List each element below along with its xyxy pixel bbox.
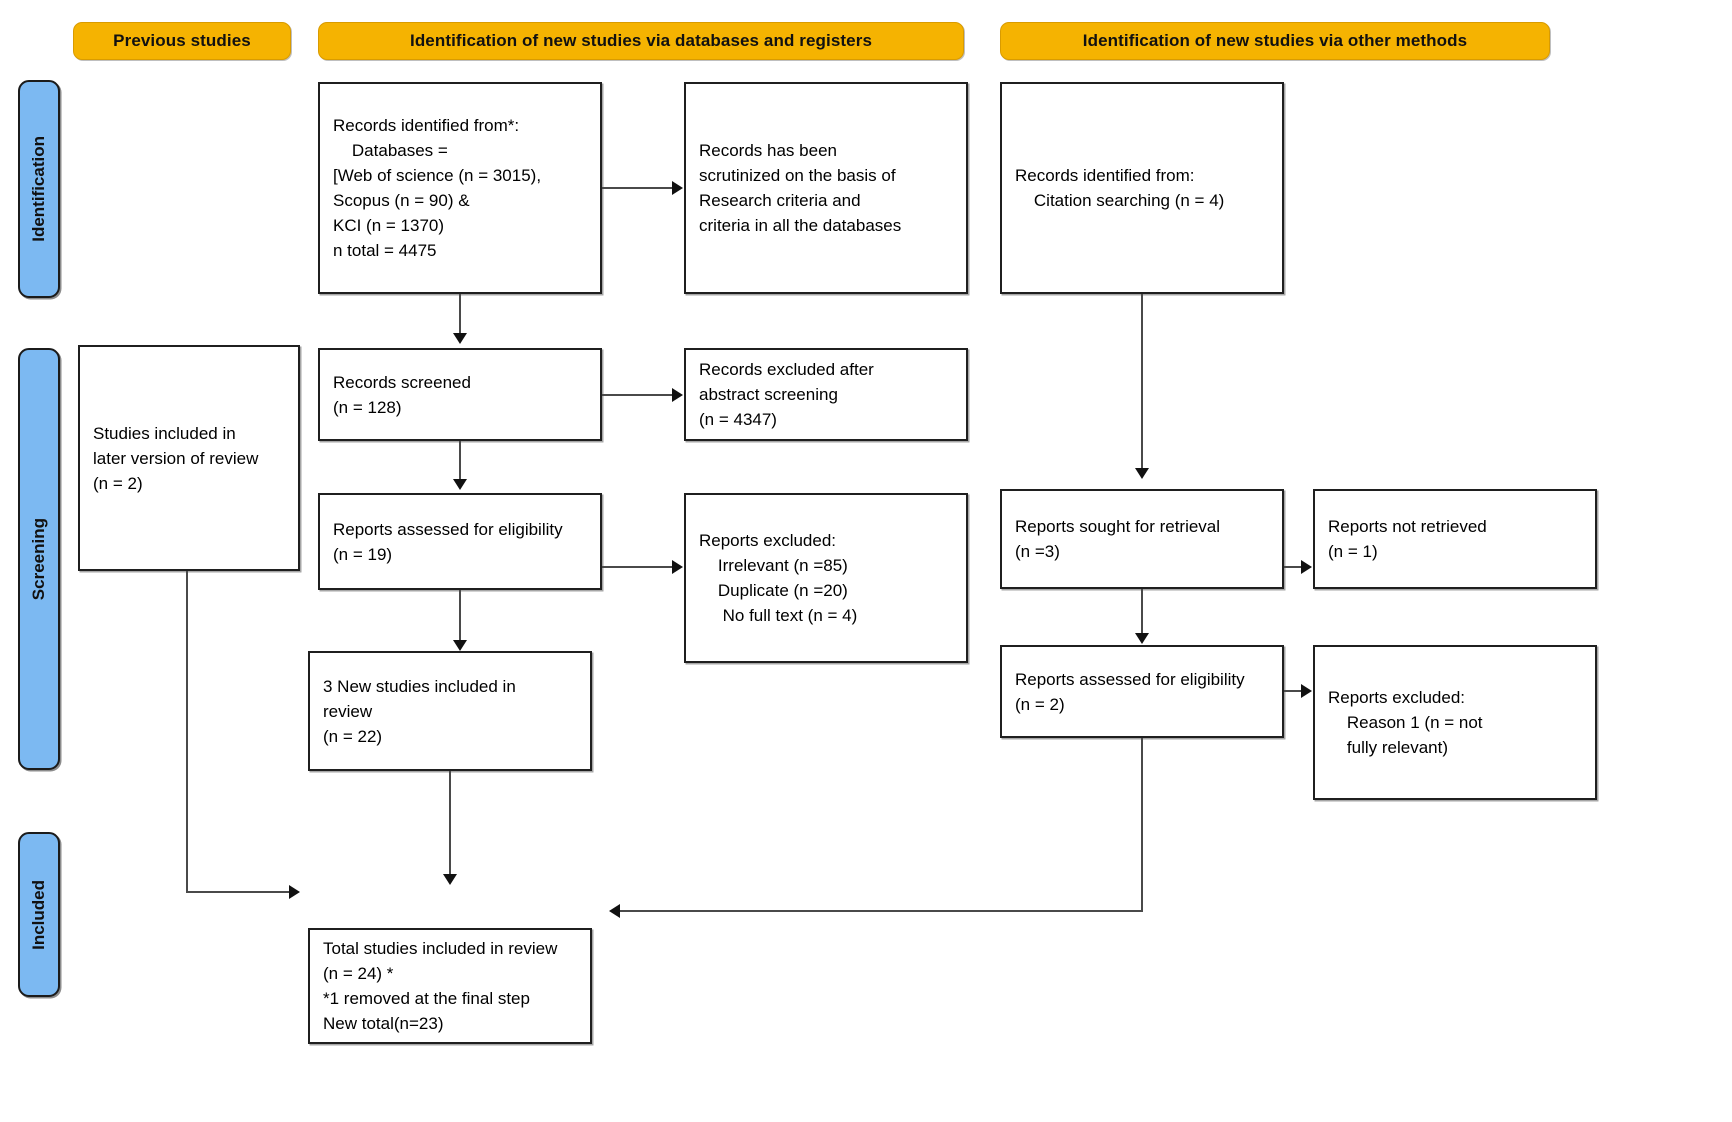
box-reports-assessed-db: Reports assessed for eligibility (n = 19… <box>318 493 602 590</box>
box-reports-not-retrieved: Reports not retrieved (n = 1) <box>1313 489 1597 589</box>
connector-assessed-to-excluded-db <box>602 566 673 568</box>
box-reports-excluded-other: Reports excluded: Reason 1 (n = not full… <box>1313 645 1597 800</box>
box-reports-assessed-other: Reports assessed for eligibility (n = 2) <box>1000 645 1284 738</box>
connector-assessed-other-to-excluded-other <box>1284 690 1302 692</box>
stage-header-label: Previous studies <box>113 31 251 50</box>
box-new-studies-included-text: 3 New studies included in review (n = 22… <box>323 676 516 746</box>
arrowhead-sought-to-not-retrieved <box>1301 560 1312 574</box>
arrowhead-identified-to-scrutinized <box>672 181 683 195</box>
box-records-scrutinized: Records has been scrutinized on the basi… <box>684 82 968 294</box>
box-new-studies-included: 3 New studies included in review (n = 22… <box>308 651 592 771</box>
box-records-excluded-text: Records excluded after abstract screenin… <box>699 360 874 429</box>
box-reports-sought-text: Reports sought for retrieval (n =3) <box>1015 517 1221 561</box>
box-records-scrutinized-text: Records has been scrutinized on the basi… <box>699 141 902 235</box>
arrowhead-screened-to-assessed <box>453 479 467 490</box>
phase-bar-label: Screening <box>29 517 48 601</box>
stage-header-label: Identification of new studies via databa… <box>410 31 872 50</box>
arrowhead-sought-to-assessed-other <box>1135 633 1149 644</box>
connector-citation-to-sought <box>1141 294 1143 477</box>
connector-assessed-to-new-studies <box>459 590 461 648</box>
arrowhead-later-version-to-total <box>289 885 300 899</box>
stage-header-new-studies-databases: Identification of new studies via databa… <box>318 22 964 60</box>
arrowhead-assessed-to-excluded-db <box>672 560 683 574</box>
phase-bar-screening: Screening <box>18 348 60 770</box>
connector-assessed-other-to-total-horizontal <box>620 910 1143 912</box>
box-reports-excluded-other-text: Reports excluded: Reason 1 (n = not full… <box>1328 688 1483 757</box>
stage-header-new-studies-other: Identification of new studies via other … <box>1000 22 1550 60</box>
arrowhead-screened-to-excluded <box>672 388 683 402</box>
box-reports-excluded-db-text: Reports excluded: Irrelevant (n =85) Dup… <box>699 531 858 625</box>
box-total-studies-text: Total studies included in review (n = 24… <box>323 939 558 1033</box>
phase-bar-included: Included <box>18 832 60 997</box>
box-reports-assessed-db-text: Reports assessed for eligibility (n = 19… <box>333 519 563 564</box>
connector-identified-to-scrutinized <box>602 187 673 189</box>
box-reports-not-retrieved-text: Reports not retrieved (n = 1) <box>1328 517 1487 561</box>
connector-new-studies-to-total <box>449 771 451 883</box>
connector-later-version-to-total-horizontal <box>186 891 290 893</box>
stage-header-previous-studies: Previous studies <box>73 22 291 60</box>
connector-sought-to-not-retrieved <box>1284 566 1302 568</box>
arrowhead-assessed-other-to-total <box>609 904 620 918</box>
arrowhead-assessed-other-to-excluded-other <box>1301 684 1312 698</box>
box-reports-assessed-other-text: Reports assessed for eligibility (n = 2) <box>1015 669 1245 714</box>
arrowhead-assessed-to-new-studies <box>453 640 467 651</box>
connector-sought-to-assessed-other <box>1141 589 1143 641</box>
connector-later-version-to-total-vertical <box>186 571 188 893</box>
box-records-identified-text: Records identified from*: Databases = [W… <box>333 116 542 260</box>
arrowhead-identified-to-screened <box>453 333 467 344</box>
box-records-screened-text: Records screened (n = 128) <box>333 372 471 417</box>
phase-bar-label: Included <box>29 879 48 950</box>
connector-screened-to-assessed <box>459 441 461 487</box>
box-studies-later-version: Studies included in later version of rev… <box>78 345 300 571</box>
connector-screened-to-excluded <box>602 394 673 396</box>
connector-identified-to-screened <box>459 294 461 341</box>
phase-bar-identification: Identification <box>18 80 60 298</box>
phase-bar-label: Identification <box>29 136 48 242</box>
box-reports-sought: Reports sought for retrieval (n =3) <box>1000 489 1284 589</box>
box-studies-later-version-text: Studies included in later version of rev… <box>93 423 259 493</box>
box-records-screened: Records screened (n = 128) <box>318 348 602 441</box>
stage-header-label: Identification of new studies via other … <box>1082 31 1468 50</box>
box-total-studies: Total studies included in review (n = 24… <box>308 928 592 1044</box>
box-records-identified-other: Records identified from: Citation search… <box>1000 82 1284 294</box>
connector-assessed-other-to-total-vertical <box>1141 738 1143 912</box>
box-records-identified-other-text: Records identified from: Citation search… <box>1015 166 1225 210</box>
box-records-excluded: Records excluded after abstract screenin… <box>684 348 968 441</box>
box-reports-excluded-db: Reports excluded: Irrelevant (n =85) Dup… <box>684 493 968 663</box>
arrowhead-citation-to-sought <box>1135 468 1149 479</box>
box-records-identified: Records identified from*: Databases = [W… <box>318 82 602 294</box>
arrowhead-new-studies-to-total <box>443 874 457 885</box>
